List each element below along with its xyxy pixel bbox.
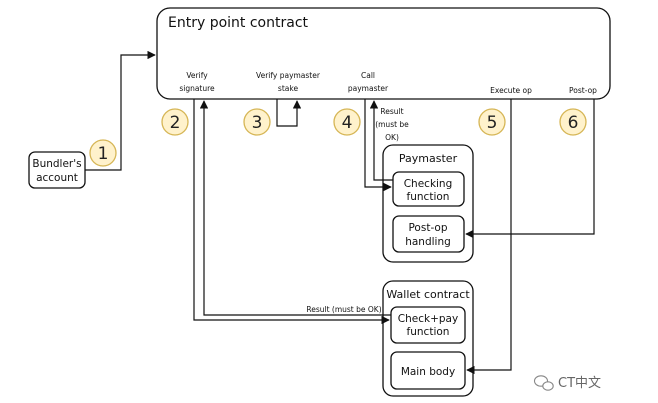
step-verify-signature-line2: signature — [179, 84, 215, 93]
wechat-icon — [533, 375, 554, 391]
postop-line2: handling — [405, 236, 451, 248]
arrow-checkpay-result — [199, 100, 391, 316]
badge-3-label: 3 — [252, 113, 263, 133]
step-verify-stake-line1: Verify paymaster — [256, 71, 321, 80]
result-pm-line3: OK) — [385, 133, 399, 142]
badge-5 — [478, 108, 506, 136]
main-body-box — [390, 351, 466, 390]
step-verify-stake-line2: stake — [278, 84, 299, 93]
step-execute-op: Execute op — [490, 86, 532, 95]
step-call-paymaster-line2: paymaster — [348, 84, 389, 93]
badge-6-label: 6 — [568, 113, 579, 133]
checkpay-line2: function — [407, 326, 450, 338]
checking-line2: function — [407, 191, 450, 203]
badge-1 — [89, 139, 117, 167]
badge-3 — [243, 108, 271, 136]
checking-line1: Checking — [404, 178, 453, 190]
badge-2-label: 2 — [170, 113, 181, 133]
postop-handling-box — [392, 215, 465, 253]
result-pm-line2: (must be — [375, 120, 409, 129]
bundler-line1: Bundler's — [32, 158, 81, 170]
postop-line1: Post-op — [408, 222, 447, 234]
badge-6 — [559, 108, 587, 136]
badge-5-label: 5 — [487, 113, 498, 133]
arrow-bundler-to-entry — [85, 50, 156, 171]
badge-2 — [161, 108, 189, 136]
badge-4-label: 4 — [342, 113, 353, 133]
result-wallet-label: Result (must be OK) — [306, 305, 381, 314]
entry-point-title: Entry point contract — [168, 15, 309, 31]
bundler-line2: account — [36, 172, 78, 184]
badge-1-label: 1 — [98, 144, 109, 164]
wallet-title: Wallet contract — [386, 288, 470, 301]
arrow-call-to-checking — [364, 99, 392, 192]
entry-point-box — [156, 7, 611, 100]
main-body-label: Main body — [401, 366, 455, 378]
paymaster-title: Paymaster — [399, 152, 458, 165]
result-pm-line1: Result — [380, 107, 403, 116]
arrow-checking-result — [369, 100, 393, 181]
watermark-text: CT中文 — [558, 376, 601, 391]
step-post-op: Post-op — [569, 86, 597, 95]
step-verify-signature-line1: Verify — [186, 71, 208, 80]
step-call-paymaster-line1: Call — [361, 71, 375, 80]
arrow-stake-loop — [276, 99, 302, 127]
arrow-execute-to-mainbody — [466, 99, 512, 375]
checkpay-line1: Check+pay — [398, 313, 458, 325]
arrow-verify-to-checkpay — [193, 99, 390, 325]
arrow-postop-to-handling — [465, 99, 595, 239]
badge-4 — [333, 108, 361, 136]
checkpay-function-box — [390, 306, 466, 344]
checking-function-box — [392, 171, 465, 207]
